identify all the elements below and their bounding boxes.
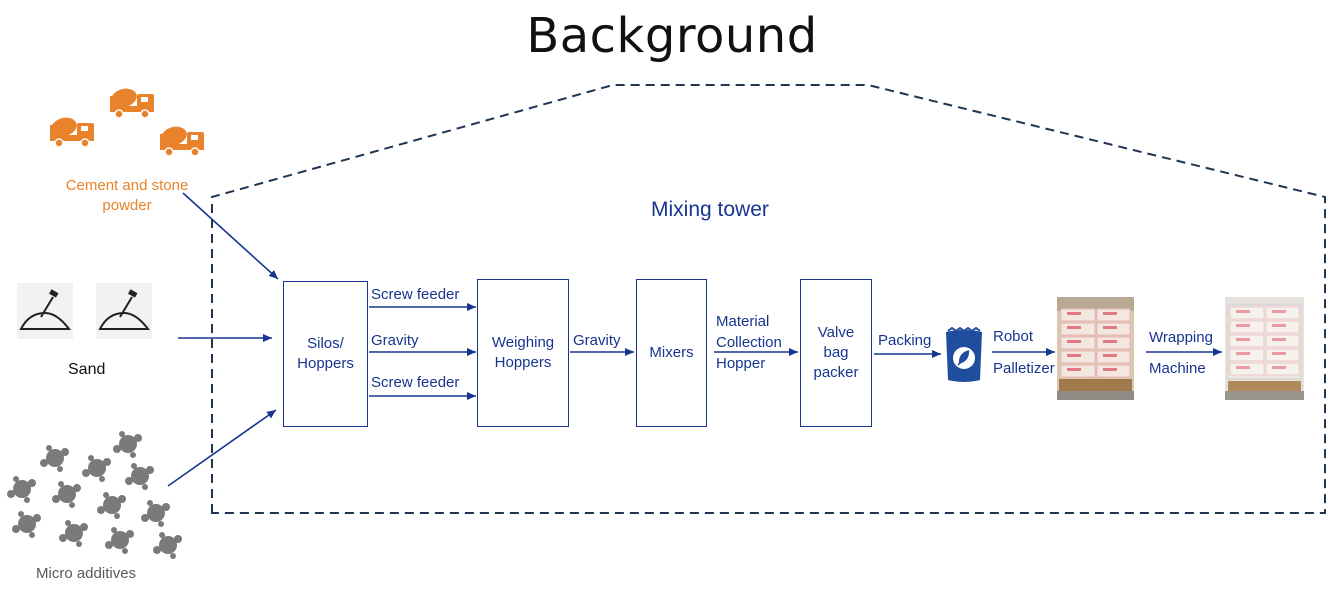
- cement-truck-icon: [160, 126, 204, 157]
- edge-label-material-collection: Material Collection Hopper: [716, 313, 782, 372]
- weighing-hoppers-box: Weighing Hoppers: [477, 279, 569, 427]
- mixing-tower-outline: [211, 84, 1326, 514]
- weighing-hoppers-label: Weighing Hoppers: [491, 334, 555, 371]
- cement-truck-icon: [110, 88, 154, 119]
- wrapped-pallet-photo: [1225, 297, 1304, 400]
- bag-icon: [946, 326, 982, 382]
- micro-additives-label: Micro additives: [36, 565, 137, 582]
- additive-splat-icon: [7, 431, 182, 559]
- mixers-box: Mixers: [636, 279, 707, 427]
- edge-label-packing: Packing: [878, 332, 932, 349]
- sand-pile-icon: [96, 283, 152, 339]
- arrow-additives-to-silos: [167, 409, 277, 487]
- valve-bag-packer-box: Valve bag packer: [800, 279, 872, 427]
- edge-label-screw-feeder-bottom: Screw feeder: [371, 374, 460, 391]
- silos-hoppers-box: Silos/ Hoppers: [283, 281, 368, 427]
- edge-label-palletizer: Palletizer: [993, 360, 1055, 377]
- diagram-title: Background: [0, 8, 1344, 64]
- pallet-photo: [1057, 297, 1134, 400]
- cement-label: Cement and stone powder: [65, 177, 189, 214]
- arrow-cement-to-silos: [182, 192, 279, 280]
- title-text: Background: [526, 8, 818, 64]
- region-label: Mixing tower: [651, 198, 769, 221]
- edge-label-wrapping: Wrapping: [1149, 329, 1213, 346]
- edge-label-gravity-mid: Gravity: [371, 332, 419, 349]
- sand-label: Sand: [68, 361, 106, 378]
- sand-pile-icon: [17, 283, 73, 339]
- edge-label-machine: Machine: [1149, 360, 1206, 377]
- mixers-label: Mixers: [649, 344, 694, 361]
- cement-truck-icon: [50, 117, 94, 148]
- edge-label-gravity-to-mixers: Gravity: [573, 332, 621, 349]
- edge-label-robot: Robot: [993, 328, 1034, 345]
- edge-label-screw-feeder-top: Screw feeder: [371, 286, 460, 303]
- valve-bag-packer-label: Valve bag packer: [813, 324, 859, 381]
- silos-hoppers-label: Silos/ Hoppers: [297, 335, 354, 372]
